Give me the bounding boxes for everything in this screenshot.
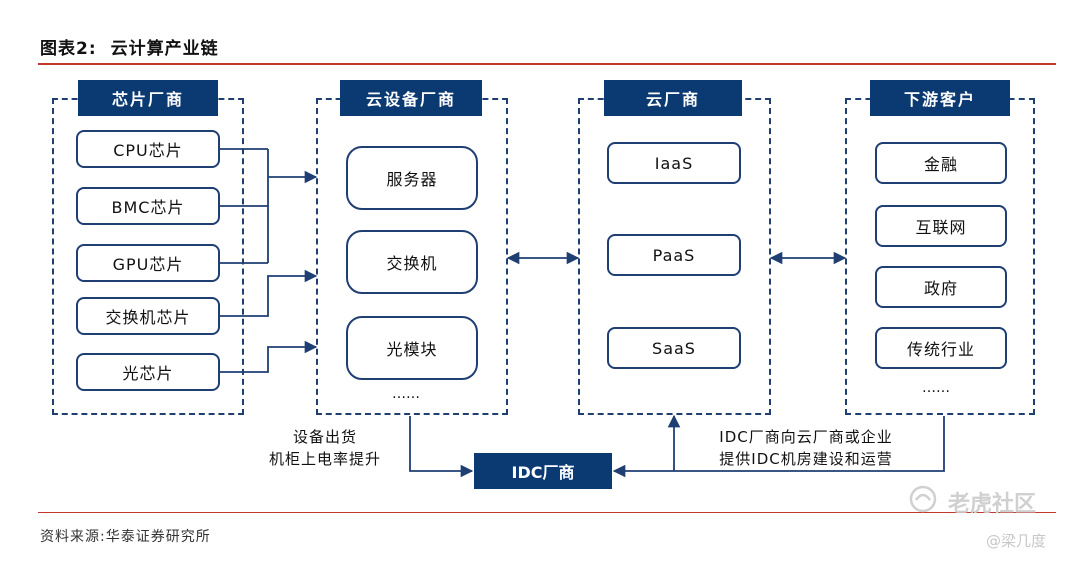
equipment-item-optical-module: 光模块: [346, 316, 478, 380]
idc-left-note: 设备出货 机柜上电率提升: [240, 426, 410, 470]
chip-item-cpu: CPU芯片: [76, 130, 220, 168]
cloud-item-paas: PaaS: [607, 234, 741, 276]
source-note: 资料来源:华泰证券研究所: [40, 529, 211, 545]
downstream-ellipsis: ……: [922, 380, 950, 396]
figure-label: 图表2:: [40, 39, 97, 59]
chip-vendors-header: 芯片厂商: [78, 80, 218, 116]
idc-vendor-box: IDC厂商: [474, 453, 612, 489]
chip-item-switch: 交换机芯片: [76, 297, 220, 335]
cloud-equipment-header: 云设备厂商: [340, 80, 482, 116]
idc-right-note-line-2: 提供IDC机房建设和运营: [719, 450, 893, 468]
figure-title: 图表2: 云计算产业链: [40, 34, 233, 59]
idc-right-note-line-1: IDC厂商向云厂商或企业: [719, 428, 893, 446]
downstream-item-government: 政府: [875, 266, 1007, 308]
watermark-text: 老虎社区: [948, 492, 1037, 517]
watermark-author: @梁几度: [986, 532, 1047, 550]
cloud-item-saas: SaaS: [607, 327, 741, 369]
downstream-item-finance: 金融: [875, 142, 1007, 184]
watermark-logo-icon: [906, 484, 940, 518]
equipment-item-switch: 交换机: [346, 230, 478, 294]
top-divider: [38, 63, 1056, 65]
idc-left-note-line-2: 机柜上电率提升: [268, 450, 381, 468]
cloud-vendors-header: 云厂商: [604, 80, 742, 116]
idc-right-note: IDC厂商向云厂商或企业 提供IDC机房建设和运营: [686, 426, 926, 470]
downstream-idc-arrow: [612, 416, 945, 478]
switch-chip-arrow: [220, 269, 318, 317]
figure-title-text: 云计算产业链: [110, 39, 219, 59]
chip-item-gpu: GPU芯片: [76, 244, 220, 282]
chip-bracket-line: [220, 148, 269, 264]
idc-left-note-line-1: 设备出货: [292, 428, 357, 446]
equipment-item-server: 服务器: [346, 146, 478, 210]
equipment-idc-arrow: [409, 416, 474, 478]
equipment-ellipsis: ……: [392, 386, 420, 402]
chip-item-optical: 光芯片: [76, 353, 220, 391]
downstream-item-internet: 互联网: [875, 205, 1007, 247]
downstream-clients-header: 下游客户: [870, 80, 1010, 116]
cloud-item-iaas: IaaS: [607, 142, 741, 184]
chip-item-bmc: BMC芯片: [76, 187, 220, 225]
optical-chip-arrow: [220, 340, 318, 373]
bottom-divider: [38, 512, 1056, 513]
downstream-item-traditional: 传统行业: [875, 327, 1007, 369]
